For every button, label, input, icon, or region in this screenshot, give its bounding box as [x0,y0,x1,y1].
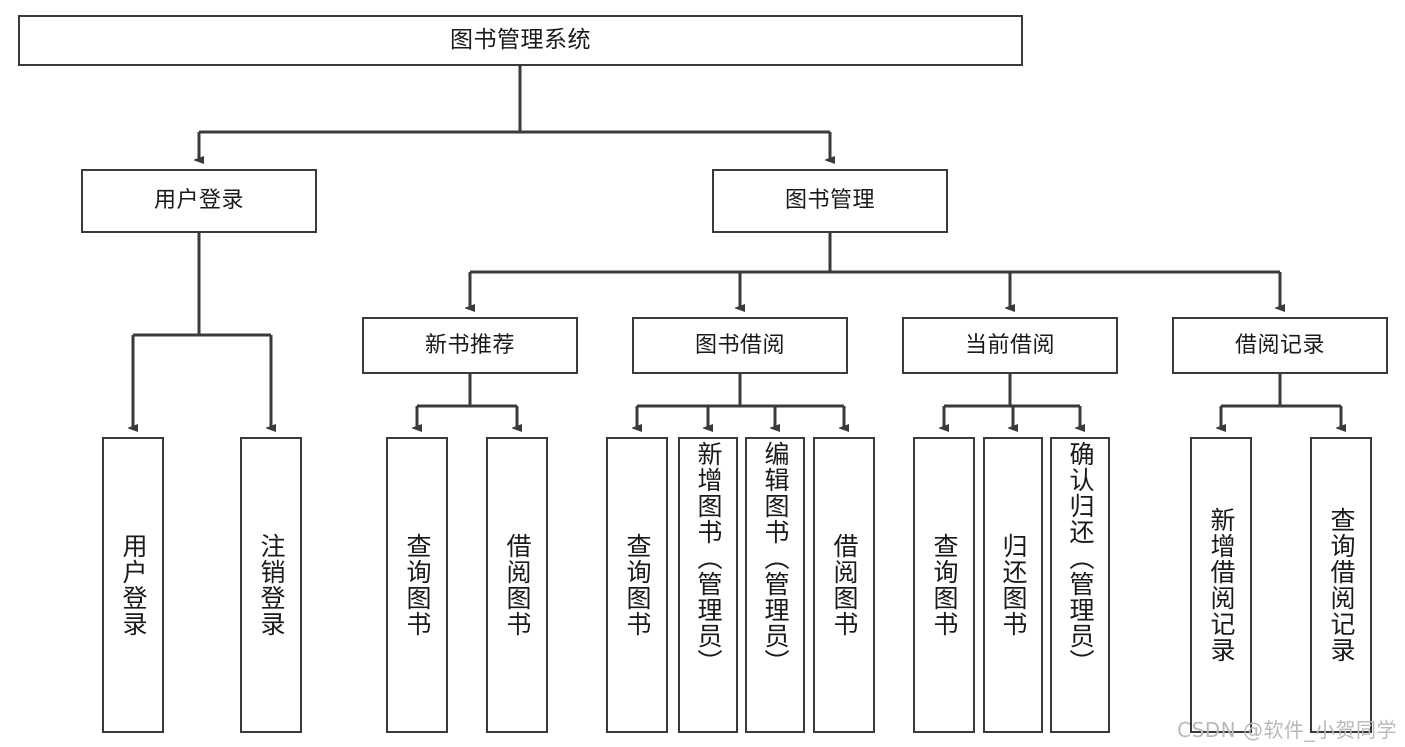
leaf-query-book-label: 查询图书 [623,533,652,637]
node-root-label: 图书管理系统 [450,27,591,54]
node-book-borrow[interactable]: 图书借阅 [632,317,848,374]
node-borrow-record[interactable]: 借阅记录 [1172,317,1388,374]
leaf-logout[interactable]: 注销登录 [240,437,302,733]
leaf-query-book-recommend[interactable]: 查询图书 [386,437,448,733]
leaf-query-book-recommend-label: 查询图书 [403,533,432,637]
leaf-borrow-book-label: 借阅图书 [830,533,859,637]
leaf-query-borrow-record-label: 查询借阅记录 [1327,507,1356,663]
leaf-add-book-admin[interactable]: 新增图书（管理员） [678,437,738,733]
leaf-query-book-current-label: 查询图书 [930,533,959,637]
leaf-return-book[interactable]: 归还图书 [983,437,1043,733]
leaf-user-login[interactable]: 用户登录 [102,437,164,733]
watermark-text: CSDN @软件_小贺同学 [1177,718,1397,742]
node-current-borrow-label: 当前借阅 [964,332,1055,358]
leaf-add-book-admin-label: 新增图书（管理员） [694,441,723,675]
leaf-add-borrow-record[interactable]: 新增借阅记录 [1190,437,1252,733]
leaf-confirm-return-admin[interactable]: 确认归还（管理员） [1050,437,1110,733]
leaf-user-login-label: 用户登录 [119,533,148,637]
node-book-management-label: 图书管理 [784,188,875,214]
node-user-login[interactable]: 用户登录 [81,169,317,233]
node-new-book-recommend[interactable]: 新书推荐 [362,317,578,374]
leaf-edit-book-admin-label: 编辑图书（管理员） [761,441,790,675]
leaf-borrow-book-recommend[interactable]: 借阅图书 [486,437,548,733]
leaf-borrow-book[interactable]: 借阅图书 [813,437,875,733]
leaf-confirm-return-admin-label: 确认归还（管理员） [1066,441,1095,675]
leaf-query-book[interactable]: 查询图书 [606,437,668,733]
node-borrow-record-label: 借阅记录 [1234,332,1325,358]
node-current-borrow[interactable]: 当前借阅 [902,317,1118,374]
node-user-login-label: 用户登录 [153,188,244,214]
leaf-query-borrow-record[interactable]: 查询借阅记录 [1310,437,1372,733]
leaf-logout-label: 注销登录 [257,533,286,637]
leaf-query-book-current[interactable]: 查询图书 [913,437,975,733]
leaf-return-book-label: 归还图书 [999,533,1028,637]
node-root[interactable]: 图书管理系统 [18,15,1023,66]
node-new-book-recommend-label: 新书推荐 [424,332,515,358]
leaf-add-borrow-record-label: 新增借阅记录 [1207,507,1236,663]
leaf-borrow-book-recommend-label: 借阅图书 [503,533,532,637]
leaf-edit-book-admin[interactable]: 编辑图书（管理员） [745,437,805,733]
node-book-borrow-label: 图书借阅 [694,332,785,358]
node-book-management[interactable]: 图书管理 [712,169,948,233]
